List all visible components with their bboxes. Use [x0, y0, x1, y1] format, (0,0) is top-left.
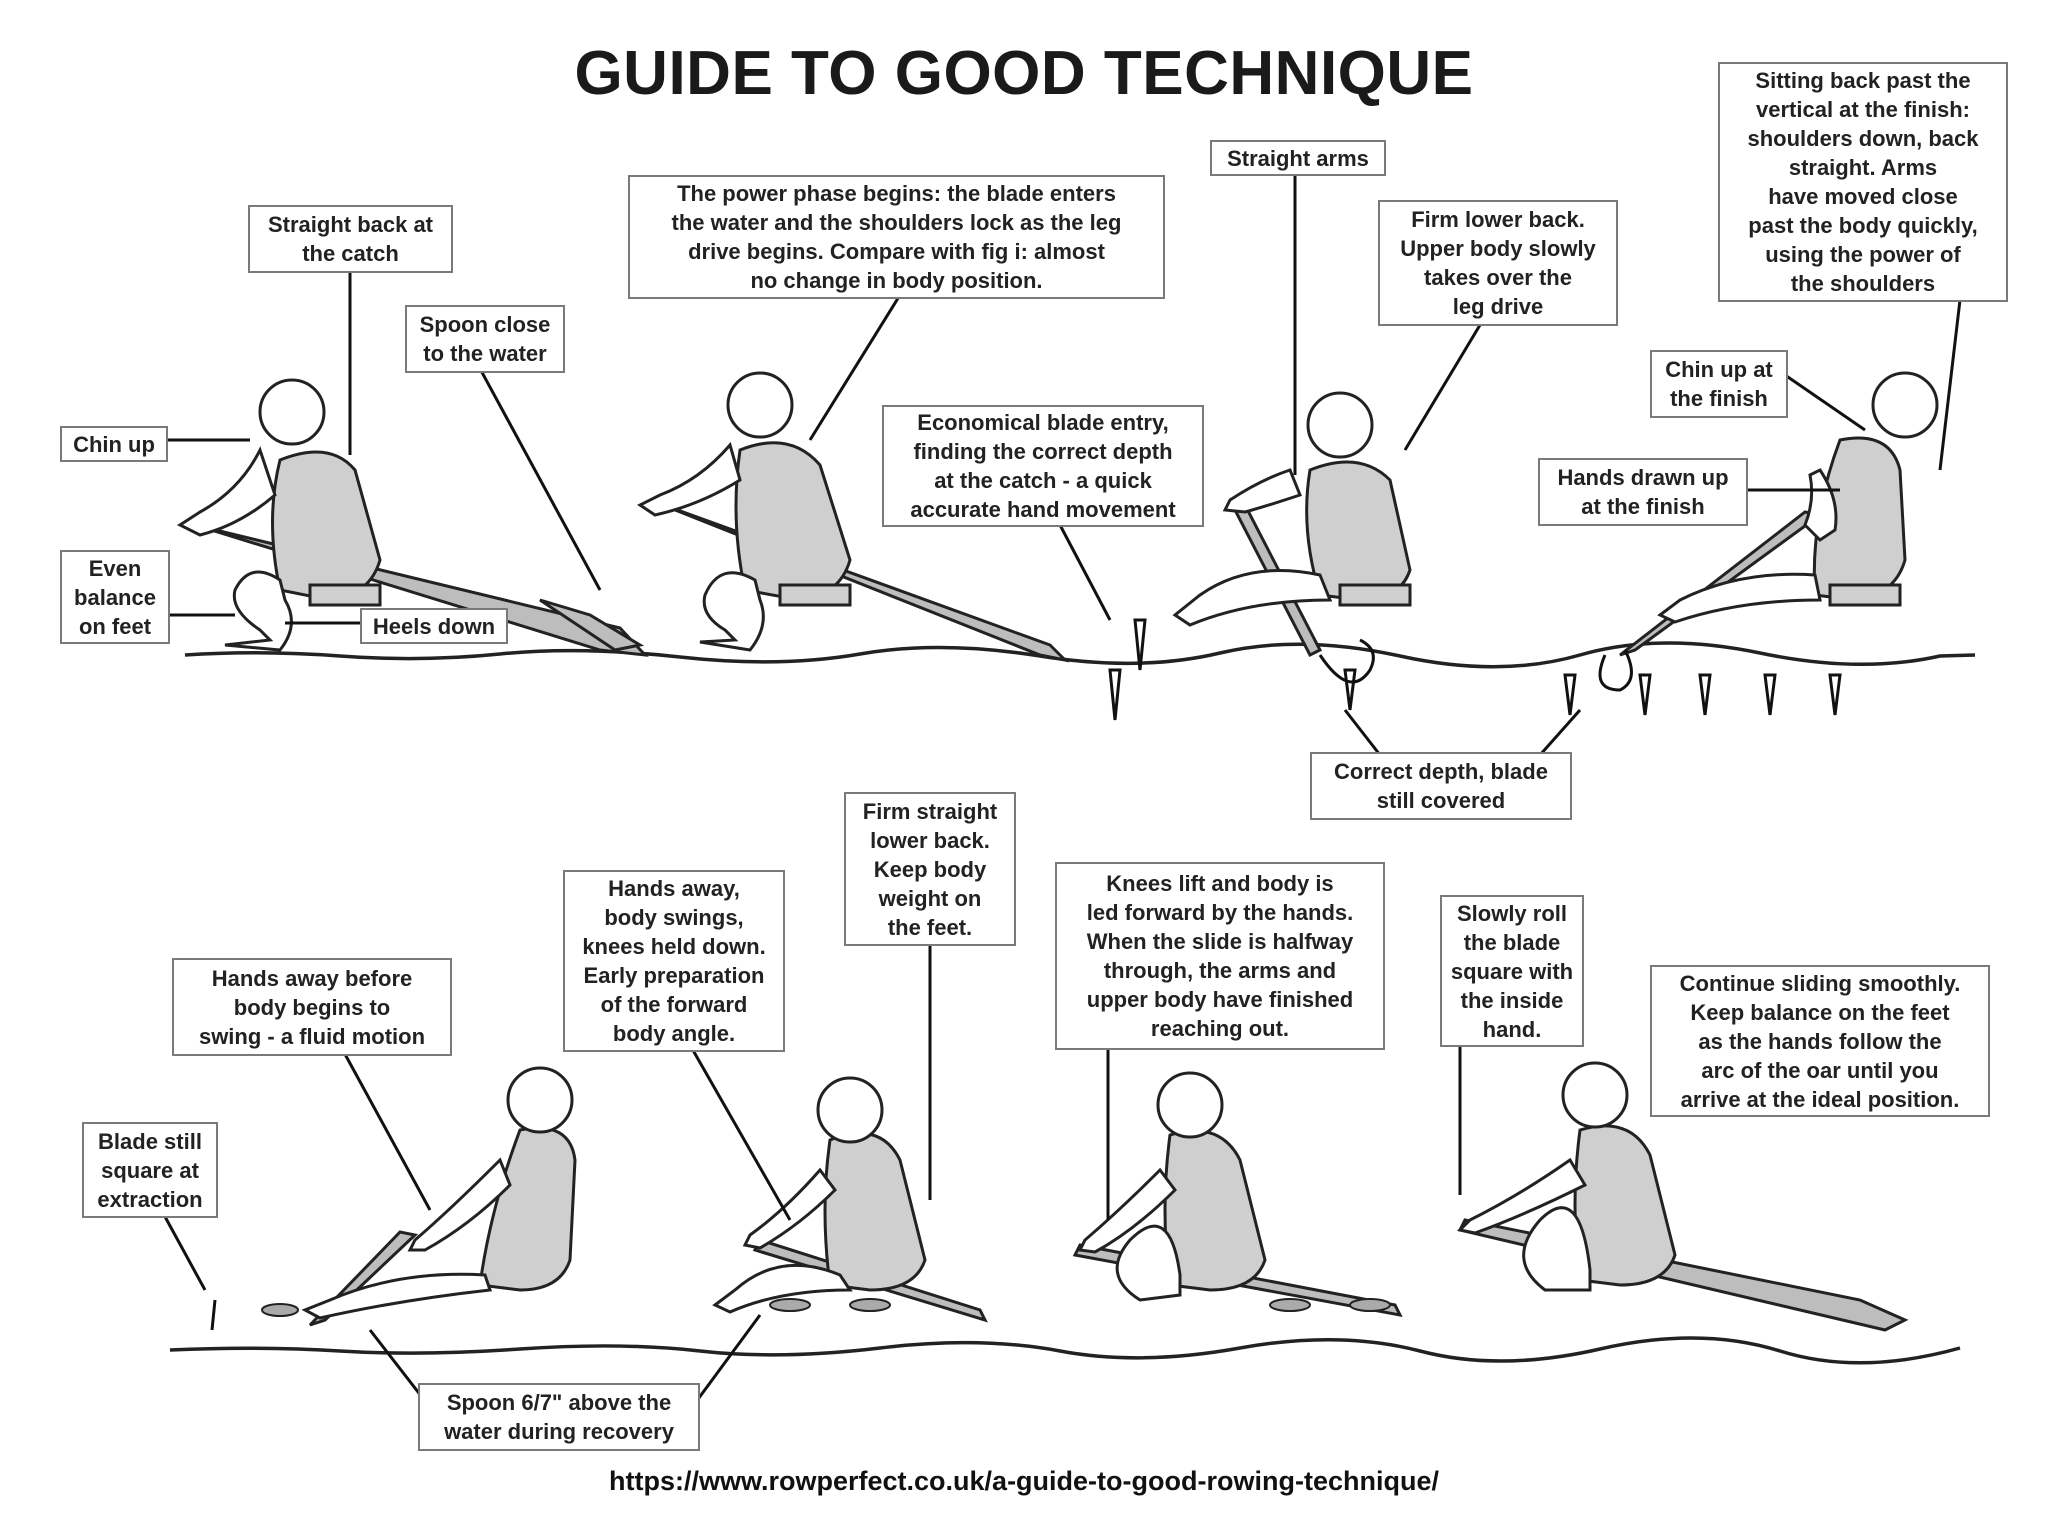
label-straight-back: Straight back at the catch	[248, 205, 453, 273]
label-firm-lower-back: Firm lower back. Upper body slowly takes…	[1378, 200, 1618, 326]
label-knees-lift: Knees lift and body is led forward by th…	[1055, 862, 1385, 1050]
label-straight-arms: Straight arms	[1210, 140, 1386, 176]
label-sitting-back: Sitting back past the vertical at the fi…	[1718, 62, 2008, 302]
label-spoon-close: Spoon close to the water	[405, 305, 565, 373]
water-line-top	[184, 641, 1976, 669]
puddle-marks-top	[1108, 618, 1842, 721]
rower-figure-2	[637, 371, 1070, 663]
rower-figure-6	[712, 1076, 988, 1323]
label-hands-drawn-up: Hands drawn up at the finish	[1538, 458, 1748, 526]
label-chin-up-finish: Chin up at the finish	[1650, 350, 1788, 418]
label-heels-down: Heels down	[360, 608, 508, 644]
label-firm-straight: Firm straight lower back. Keep body weig…	[844, 792, 1016, 946]
label-chin-up: Chin up	[60, 426, 168, 462]
rower-figure-4	[1619, 371, 1939, 657]
label-hands-away-swings: Hands away, body swings, knees held down…	[563, 870, 785, 1052]
rower-figure-3	[1172, 391, 1412, 658]
label-slowly-roll: Slowly roll the blade square with the in…	[1440, 895, 1584, 1047]
label-power-phase: The power phase begins: the blade enters…	[628, 175, 1165, 299]
label-continue-sliding: Continue sliding smoothly. Keep balance …	[1650, 965, 1990, 1117]
rower-figure-7	[1072, 1071, 1403, 1318]
label-correct-depth: Correct depth, blade still covered	[1310, 752, 1572, 820]
page-title: GUIDE TO GOOD TECHNIQUE	[574, 39, 1474, 108]
source-url: https://www.rowperfect.co.uk/a-guide-to-…	[609, 1466, 1439, 1496]
rower-figure-5	[210, 1066, 577, 1331]
label-blade-still-square: Blade still square at extraction	[82, 1122, 218, 1218]
rower-figure-8	[1456, 1061, 1909, 1332]
leader-lines	[161, 175, 1962, 1411]
label-spoon-above: Spoon 6/7" above the water during recove…	[418, 1383, 700, 1451]
water-line-bottom	[169, 1336, 1961, 1365]
label-even-balance: Even balance on feet	[60, 550, 170, 644]
label-hands-away: Hands away before body begins to swing -…	[172, 958, 452, 1056]
label-economical-entry: Economical blade entry, finding the corr…	[882, 405, 1204, 527]
